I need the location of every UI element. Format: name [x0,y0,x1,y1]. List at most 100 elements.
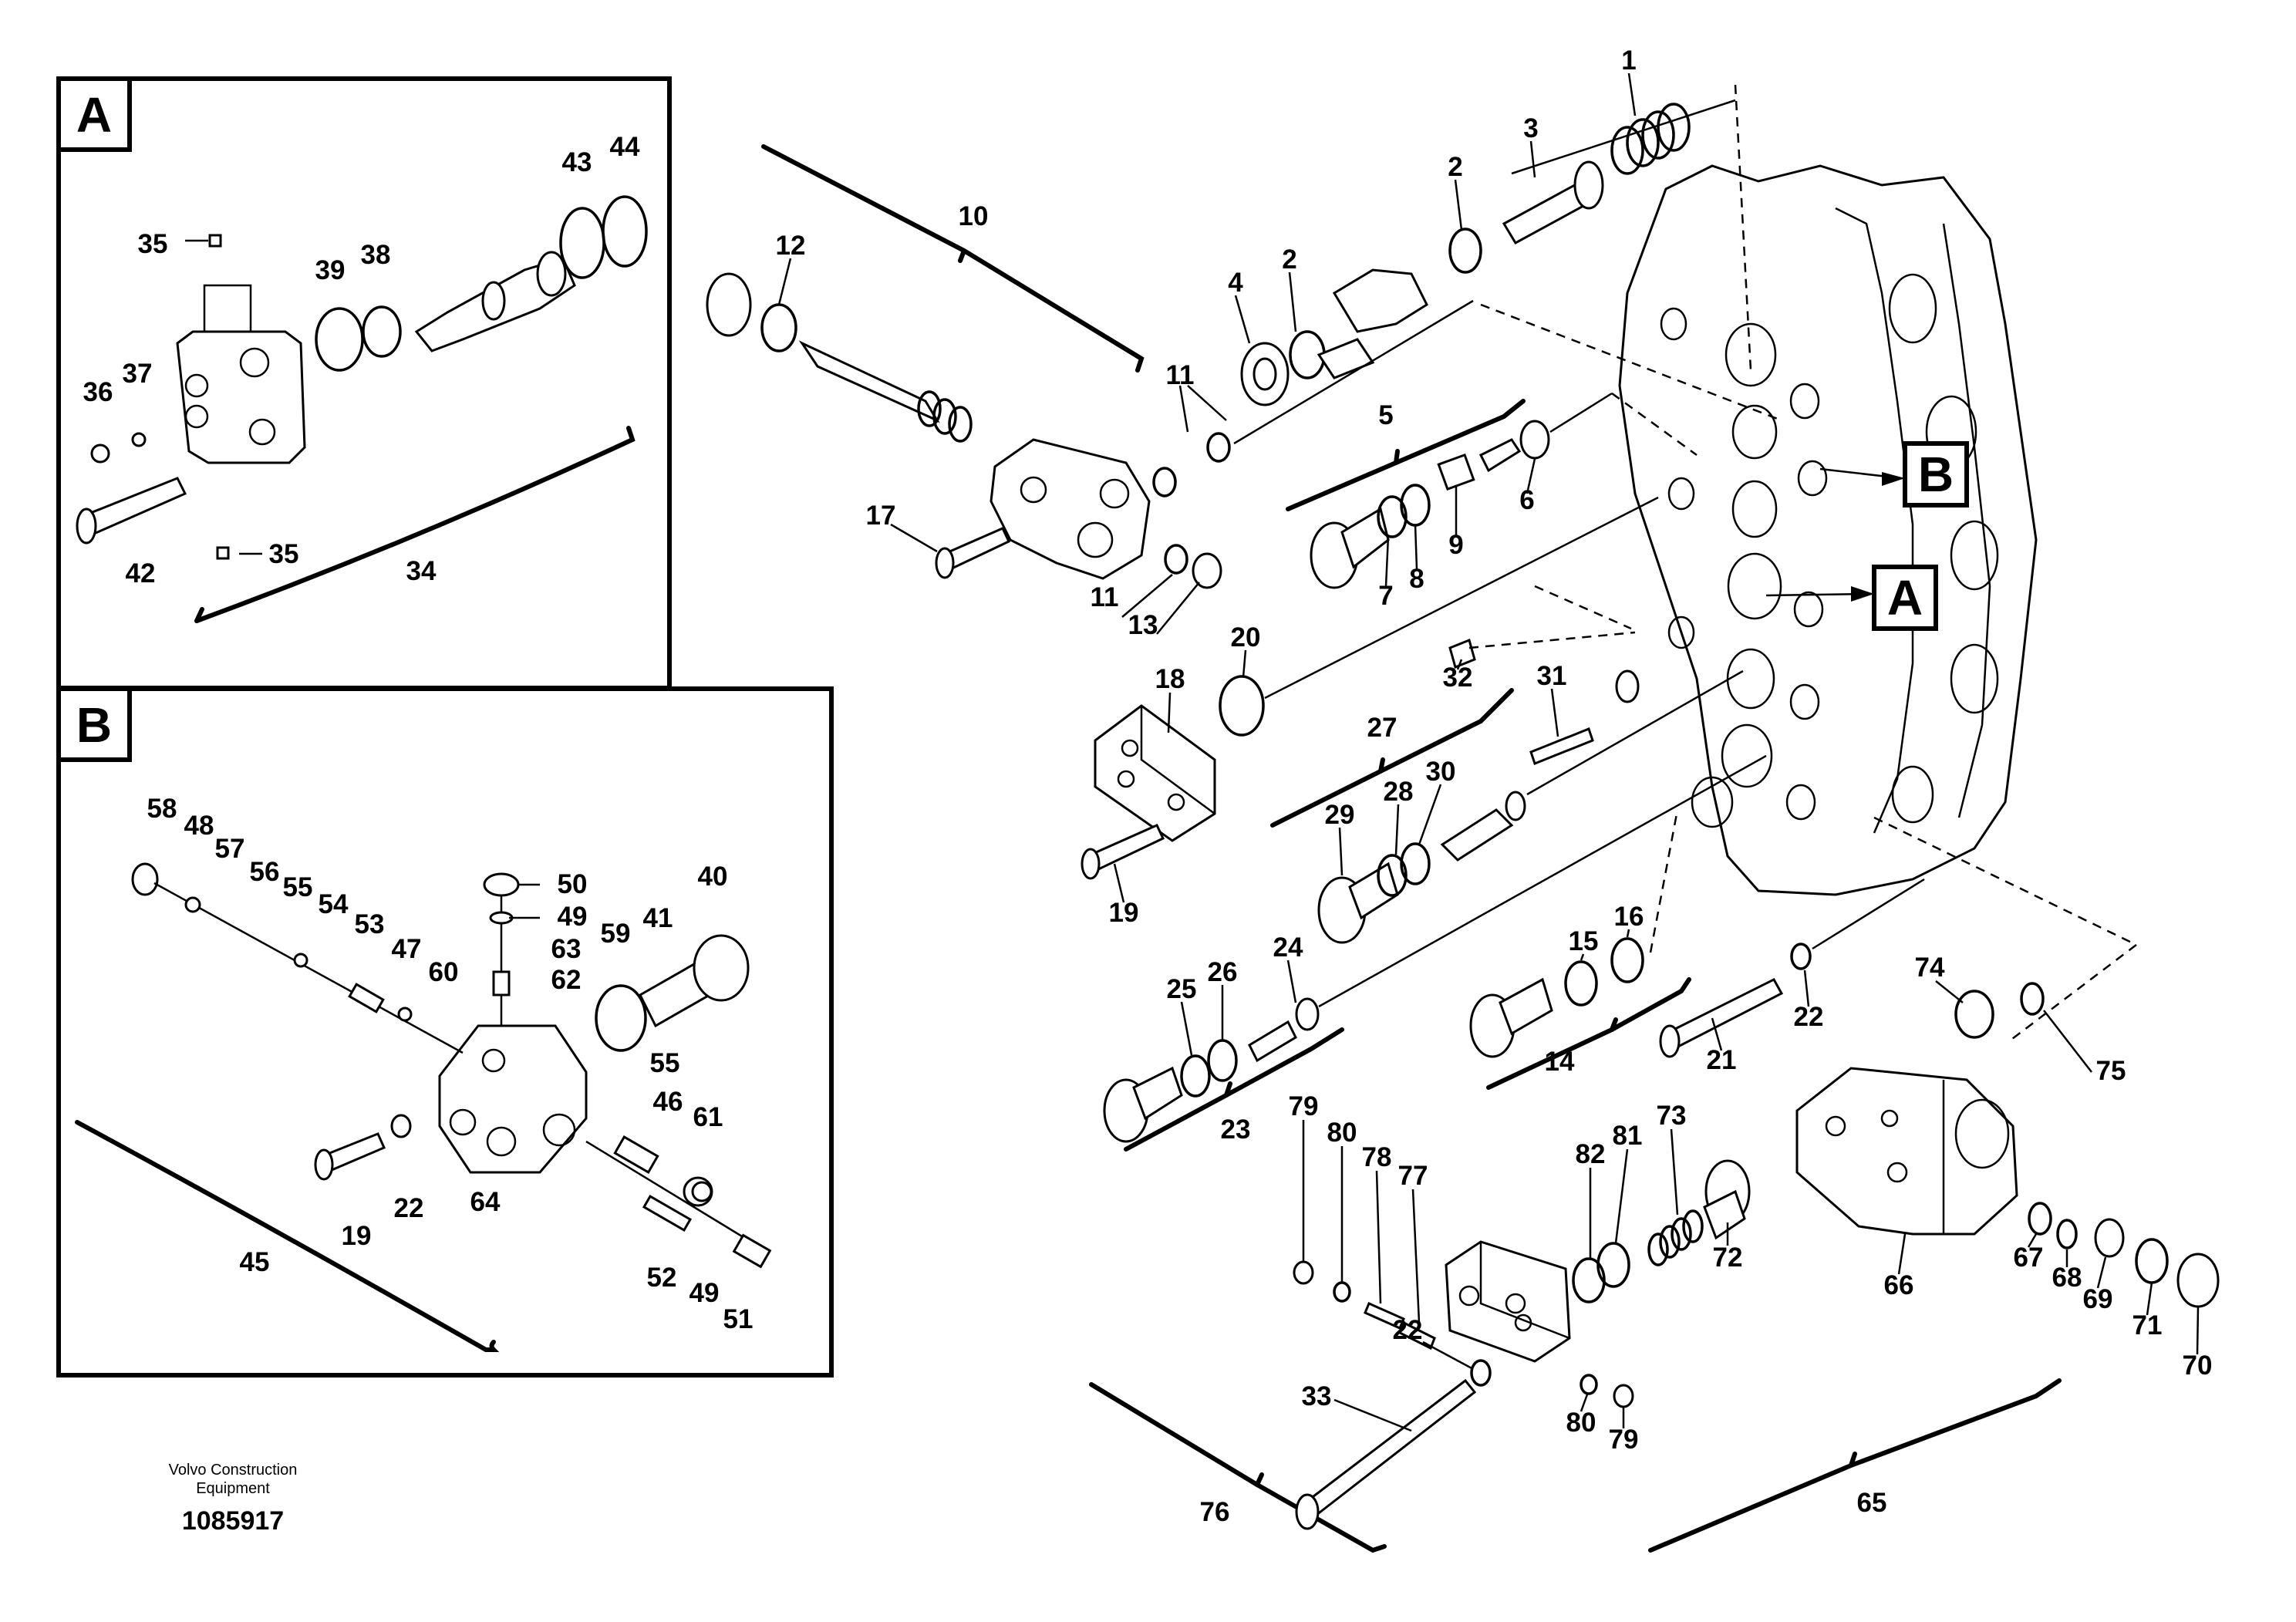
footer-drawing-number: 1085917 [182,1506,284,1536]
label-p78: 78 [1362,1142,1392,1172]
inset-a-spool [414,251,576,352]
label-b62: 62 [551,965,582,995]
group-27 [1270,585,1744,944]
label-p82: 82 [1576,1139,1606,1169]
label-p4: 4 [1228,268,1243,298]
footer-company-line2: Equipment [196,1480,270,1497]
label-p28: 28 [1384,777,1414,807]
label-b57: 57 [215,834,245,864]
callout-b: B [1819,441,1969,508]
label-p17: 17 [866,501,896,531]
label-p5: 5 [1378,400,1393,430]
callout-b-letter: B [1918,447,1954,502]
label-b47: 47 [392,934,422,964]
label-p7: 7 [1378,581,1393,611]
label-a35a: 35 [138,229,168,259]
label-p75: 75 [2096,1056,2126,1086]
label-p80b: 80 [1566,1408,1596,1438]
label-p13: 13 [1128,610,1158,640]
inset-a: A 35 35 36 37 [56,76,672,690]
label-p74: 74 [1915,953,1945,983]
label-b49b: 49 [689,1278,720,1308]
label-b48: 48 [184,811,214,841]
label-p81: 81 [1613,1121,1643,1151]
label-p1: 1 [1621,46,1636,76]
label-p65: 65 [1857,1488,1887,1518]
label-b61: 61 [693,1102,723,1132]
label-p14: 14 [1545,1047,1575,1077]
label-a36: 36 [83,377,113,407]
label-p2b: 2 [1282,244,1296,275]
label-p22b: 22 [1393,1315,1423,1345]
label-a34: 34 [406,556,437,586]
label-p25: 25 [1167,974,1197,1004]
label-p3: 3 [1523,113,1538,143]
label-p69: 69 [2083,1284,2113,1314]
inset-a-valve-body [176,284,306,464]
label-b40: 40 [698,862,728,892]
footer: Volvo Construction Equipment 1085917 [169,1462,298,1536]
label-p76: 76 [1200,1497,1230,1527]
label-b19: 19 [342,1221,372,1251]
label-b55a: 55 [283,872,313,902]
label-a39: 39 [315,255,346,285]
group-top [706,84,1782,589]
label-p2a: 2 [1448,152,1462,182]
group-18 [1081,496,1659,880]
label-p16: 16 [1614,902,1644,932]
inset-b-spring-plug [595,934,750,1052]
label-p73: 73 [1657,1101,1687,1131]
label-p19: 19 [1109,898,1139,928]
label-p71: 71 [2132,1310,2163,1340]
label-b50: 50 [558,869,588,899]
label-p29: 29 [1325,800,1355,830]
label-p23: 23 [1221,1114,1251,1145]
label-b53: 53 [355,909,385,939]
label-b45: 45 [240,1247,270,1277]
label-p70: 70 [2183,1351,2213,1381]
label-b52: 52 [647,1263,677,1293]
label-p72: 72 [1713,1243,1743,1273]
label-p22: 22 [1794,1002,1824,1032]
label-p10: 10 [959,201,989,231]
spring-1 [1610,103,1691,175]
inset-a-bolt [76,477,187,545]
label-p68: 68 [2052,1263,2082,1293]
main-valve-housing [1618,164,2038,896]
label-p66: 66 [1884,1270,1914,1300]
label-p77: 77 [1398,1161,1428,1191]
inset-b-lower-stack [585,1135,772,1269]
inset-a-letter: A [76,87,112,143]
label-p9: 9 [1448,530,1463,560]
group-14 [1469,809,1691,1090]
main-valve-ports [1660,273,1999,828]
label-p15: 15 [1569,926,1599,956]
label-p20: 20 [1231,622,1261,653]
label-p12: 12 [776,231,806,261]
footer-company-line1: Volvo Construction [169,1462,298,1479]
callout-a-letter: A [1887,570,1923,626]
label-p80a: 80 [1327,1118,1357,1148]
label-b22: 22 [394,1193,424,1223]
label-a42: 42 [126,558,156,588]
spring-10 [917,390,973,443]
label-a43: 43 [562,147,592,177]
label-a35b: 35 [269,539,299,569]
leader-lines [777,73,2200,1432]
label-p79b: 79 [1609,1425,1639,1455]
label-p11b: 11 [1091,582,1119,612]
inset-b-bolt [314,1114,412,1181]
label-b49a: 49 [558,902,588,932]
group-23 [1103,754,1767,1152]
group-21 [1659,816,2137,1058]
label-b55b: 55 [650,1048,680,1078]
inset-b-valve-block [438,1024,588,1174]
label-b56: 56 [250,857,280,887]
inset-b-spool-stack [131,862,464,1054]
label-p67: 67 [2014,1243,2044,1273]
label-p27: 27 [1367,713,1397,743]
label-b58: 58 [147,794,177,824]
label-a44: 44 [610,132,640,162]
inset-b: B [56,686,834,1378]
